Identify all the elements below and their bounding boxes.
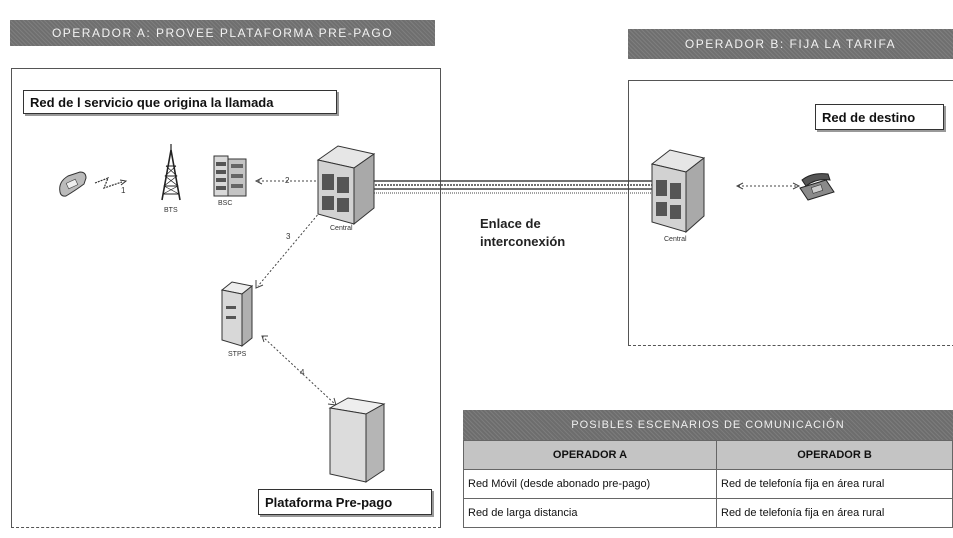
scenarios-table: POSIBLES ESCENARIOS DE COMUNICACIÓN OPER… xyxy=(463,410,953,528)
bsc-label: BSC xyxy=(218,200,233,207)
interconnection-label-line2: interconexión xyxy=(480,234,566,249)
link-central-stp xyxy=(255,211,321,289)
link-number-3: 3 xyxy=(286,232,291,241)
central-a-label: Central xyxy=(330,225,353,232)
link-number-4: 4 xyxy=(300,368,305,377)
central-b-icon xyxy=(650,149,706,234)
interconnection-label: Enlace de interconexión xyxy=(480,215,565,251)
central-a-icon xyxy=(316,145,376,226)
link-stp-platform xyxy=(261,335,337,406)
table-cell: Red de telefonía fija en área rural xyxy=(716,469,953,499)
link-central-b-phone xyxy=(735,182,801,190)
wireless-link xyxy=(94,176,128,189)
landline-phone-icon xyxy=(799,173,835,201)
platform-server-icon xyxy=(328,397,386,483)
operator-a-banner: OPERADOR A: PROVEE PLATAFORMA PRE-PAGO xyxy=(10,20,435,46)
bts-label: BTS xyxy=(164,207,178,214)
network-a-box xyxy=(11,68,441,528)
stp-server-icon xyxy=(220,281,254,348)
interconnection-label-line1: Enlace de xyxy=(480,216,541,231)
table-cell: Red de telefonía fija en área rural xyxy=(716,498,953,528)
stp-label: STPS xyxy=(228,351,247,358)
table-title: POSIBLES ESCENARIOS DE COMUNICACIÓN xyxy=(463,410,953,440)
network-b-box xyxy=(628,80,953,346)
central-b-label: Central xyxy=(664,236,687,243)
link-bsc-central xyxy=(254,177,318,185)
table-cell: Red de larga distancia xyxy=(463,498,717,528)
network-b-label: Red de destino xyxy=(815,104,944,130)
bsc-icon xyxy=(213,155,247,197)
table-cell: Red Móvil (desde abonado pre-pago) xyxy=(463,469,717,499)
interconnection-link xyxy=(372,180,652,194)
link-number-2: 2 xyxy=(285,176,290,185)
platform-label: Plataforma Pre-pago xyxy=(258,489,432,515)
header-operator-b: OPERADOR B xyxy=(716,440,953,470)
table-row: Red Móvil (desde abonado pre-pago) Red d… xyxy=(463,469,953,499)
table-row: Red de larga distancia Red de telefonía … xyxy=(463,498,953,528)
mobile-phone-icon xyxy=(59,171,87,197)
link-number-1: 1 xyxy=(121,186,126,195)
header-operator-a: OPERADOR A xyxy=(463,440,717,470)
network-a-label: Red de l servicio que origina la llamada xyxy=(23,90,337,114)
bts-tower-icon xyxy=(161,144,181,201)
operator-b-banner: OPERADOR B: FIJA LA TARIFA xyxy=(628,29,953,59)
